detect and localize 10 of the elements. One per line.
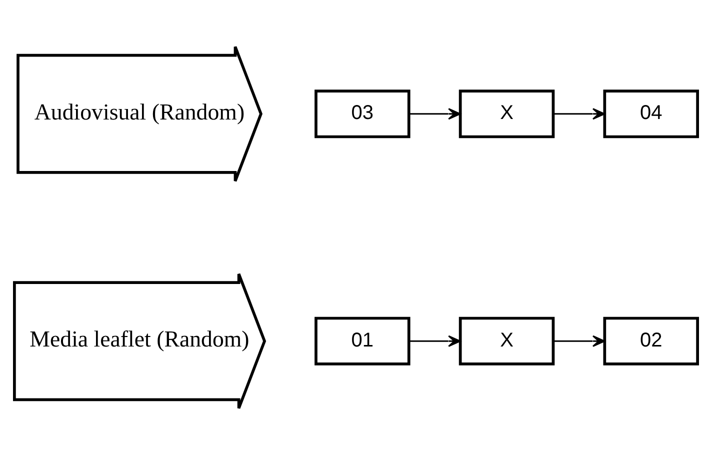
- arrow: [409, 334, 461, 346]
- node-box: 01: [314, 316, 410, 365]
- arrow: [553, 108, 606, 120]
- node-box: 03: [314, 89, 410, 138]
- node-box: 02: [603, 316, 699, 365]
- arrow: [409, 108, 461, 120]
- node-box: X: [458, 89, 555, 138]
- node-box: 04: [603, 89, 699, 138]
- node-box: X: [458, 316, 555, 365]
- arrow: [553, 334, 606, 346]
